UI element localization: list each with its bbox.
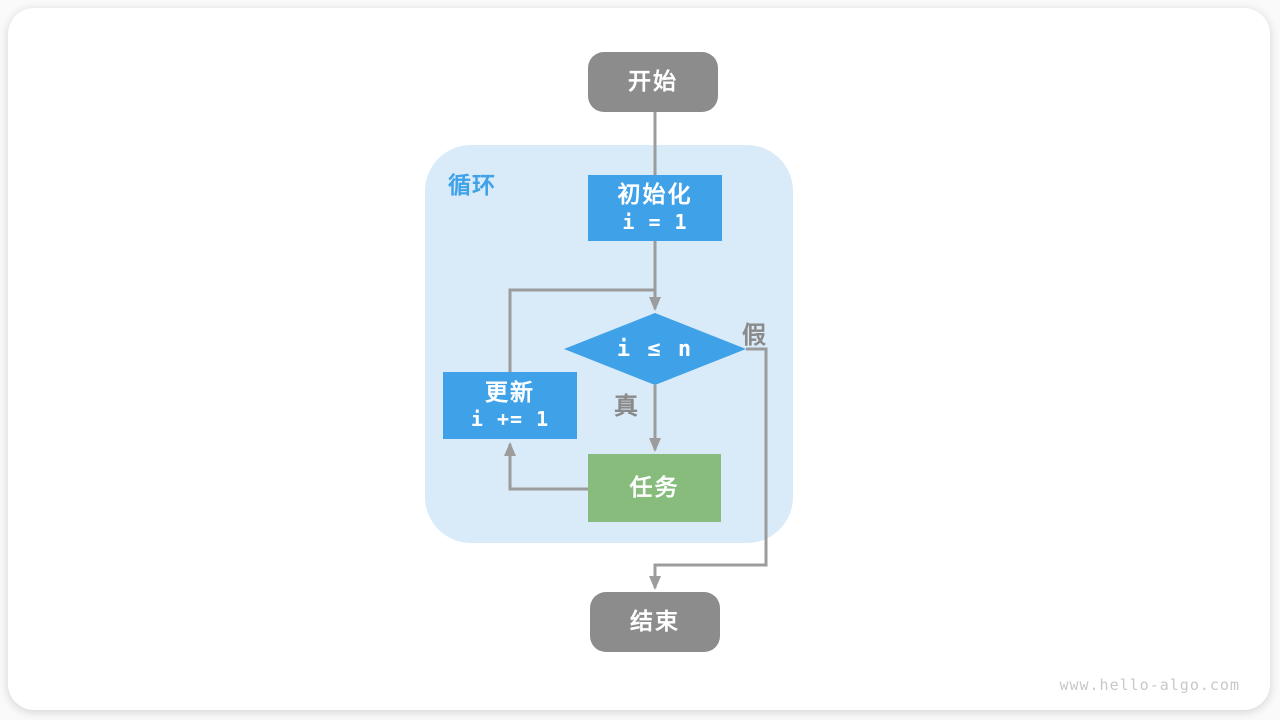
start-node: 开始 bbox=[588, 52, 718, 112]
update-node: 更新 i += 1 bbox=[443, 372, 577, 439]
edge-update-to-decision bbox=[508, 288, 654, 372]
decision-node-label: i ≤ n bbox=[616, 336, 694, 362]
edge-decision-to-end bbox=[649, 347, 768, 590]
end-node: 结束 bbox=[590, 592, 720, 652]
task-node: 任务 bbox=[588, 454, 721, 522]
update-node-label: 更新 bbox=[485, 379, 535, 406]
init-node-label: 初始化 bbox=[617, 182, 693, 209]
watermark: www.hello-algo.com bbox=[1059, 676, 1240, 694]
task-node-label: 任务 bbox=[629, 474, 680, 501]
edge-false-label: 假 bbox=[742, 321, 766, 349]
edge-task-to-update bbox=[504, 442, 588, 491]
init-node: 初始化 i = 1 bbox=[588, 175, 722, 241]
start-node-label: 开始 bbox=[628, 68, 678, 95]
edge-true-label: 真 bbox=[614, 392, 638, 420]
end-node-label: 结束 bbox=[630, 608, 680, 635]
loop-region-label: 循环 bbox=[448, 173, 496, 199]
update-node-code: i += 1 bbox=[470, 407, 550, 432]
decision-diamond-shape bbox=[564, 313, 746, 385]
init-node-code: i = 1 bbox=[622, 209, 688, 234]
